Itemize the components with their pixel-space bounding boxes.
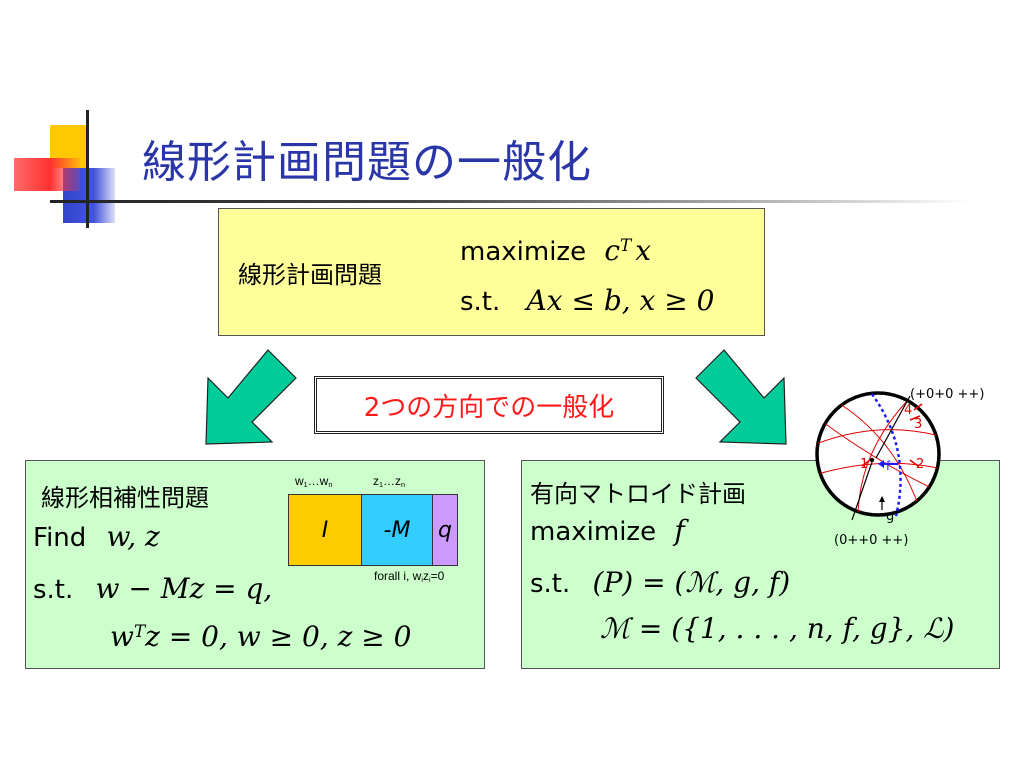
lcp-find-vars: w, z [106, 520, 160, 553]
matrix-cell-identity: I [288, 494, 362, 566]
sphere-diagram: (+0+0 ++) 3 4 2 1 f g (0++0 ++) [815, 387, 984, 548]
lcp-eq2-w: w [110, 620, 134, 653]
om-constraint-line-1: s.t. (P) = (ℳ, g, f) [530, 566, 790, 599]
arrow-right-down [695, 349, 787, 445]
forall-end: =0 [430, 569, 445, 583]
lp-st: s.t. [460, 287, 501, 317]
lcp-find-line: Find w, z [33, 520, 160, 553]
matrix-w-range: w1…wn [295, 474, 332, 489]
sphere-label-2: 2 [916, 457, 924, 472]
title-underline [50, 200, 970, 203]
sphere-red-curve-1 [817, 429, 939, 445]
sphere-point [869, 457, 875, 463]
matrix-cell-minus-m: -M [361, 494, 433, 566]
sphere-label-f: f [886, 459, 891, 473]
sphere-red-curve-3 [839, 403, 921, 511]
forall-text: forall i, w [374, 569, 422, 583]
lp-box [218, 208, 765, 336]
z-range-subn: n [401, 480, 405, 490]
sphere-red-curve-5 [819, 419, 937, 491]
om-maximize-word: maximize [530, 517, 657, 547]
sphere-label-1: 1 [860, 457, 868, 472]
lcp-eq2-transpose: T [133, 620, 146, 641]
om-st: s.t. [530, 569, 571, 599]
w-range-subn: n [328, 480, 333, 490]
lp-objective-transpose: T [620, 234, 632, 255]
lcp-constraint-line-1: s.t. w − Mz = q, [33, 572, 272, 605]
om-objective-line: maximize f [530, 514, 685, 547]
red-arrow-2 [909, 459, 919, 467]
title-deco-vertical-line [86, 110, 89, 228]
blue-arrow-f-head [878, 460, 884, 468]
z-range-dots: …z [383, 474, 401, 488]
arrow-left-down [205, 349, 297, 445]
title-deco-red-bar [14, 158, 80, 191]
generalization-label: 2つの方向での一般化 [314, 376, 664, 434]
slide-title: 線形計画問題の一般化 [142, 137, 592, 188]
w-range-sub1: 1 [303, 480, 308, 490]
red-arrow-4 [913, 403, 923, 411]
z-range-sub1: 1 [379, 480, 383, 490]
sphere-label-bottom: (0++0 ++) [834, 533, 908, 548]
om-objective: f [674, 514, 685, 547]
forall-sub1: i [421, 575, 423, 585]
red-arrow-3 [909, 415, 921, 421]
red-arrow-1 [861, 459, 871, 467]
lp-label: 線形計画問題 [238, 261, 382, 289]
pointer-bottom-label [851, 461, 873, 521]
w-range-dots: …w [307, 474, 329, 488]
lp-constraint: Ax ≤ b, x ≥ 0 [526, 284, 715, 317]
sphere-blue-dotted-curve [870, 393, 902, 517]
matrix-forall-note: forall i, wizi=0 [374, 569, 444, 584]
lcp-st: s.t. [33, 575, 74, 605]
lcp-title: 線形相補性問題 [41, 484, 209, 512]
lcp-find-word: Find [33, 523, 87, 553]
sphere-label-3: 3 [914, 417, 922, 432]
matrix-z-range: z1…zn [373, 474, 405, 489]
om-eq2: ℳ = ({1, . . . , n, f, g}, ℒ) [600, 612, 955, 645]
lcp-constraint-line-2: wTz = 0, w ≥ 0, z ≥ 0 [110, 620, 411, 653]
w-range-w: w [295, 474, 304, 488]
forall-z: z [422, 569, 429, 583]
lp-objective-x: x [635, 234, 652, 267]
lp-maximize-word: maximize [460, 237, 587, 267]
om-title: 有向マトロイド計画 [530, 480, 746, 508]
sphere-label-g: g [886, 509, 894, 524]
pointer-g-head [879, 496, 885, 502]
lp-constraint-line: s.t. Ax ≤ b, x ≥ 0 [460, 284, 714, 317]
lp-objective-c: c [604, 234, 621, 267]
lcp-eq2-rest: z = 0, w ≥ 0, z ≥ 0 [145, 620, 412, 653]
z-range-z: z [373, 474, 379, 488]
om-eq1: (P) = (ℳ, g, f) [592, 566, 791, 599]
lcp-eq1: w − Mz = q, [95, 572, 273, 605]
sphere-label-top: (+0+0 ++) [910, 387, 984, 402]
sphere-label-4: 4 [904, 403, 912, 418]
matrix-cell-q: q [432, 494, 458, 566]
forall-sub2: i [428, 575, 431, 585]
pointer-top-label [875, 395, 911, 459]
